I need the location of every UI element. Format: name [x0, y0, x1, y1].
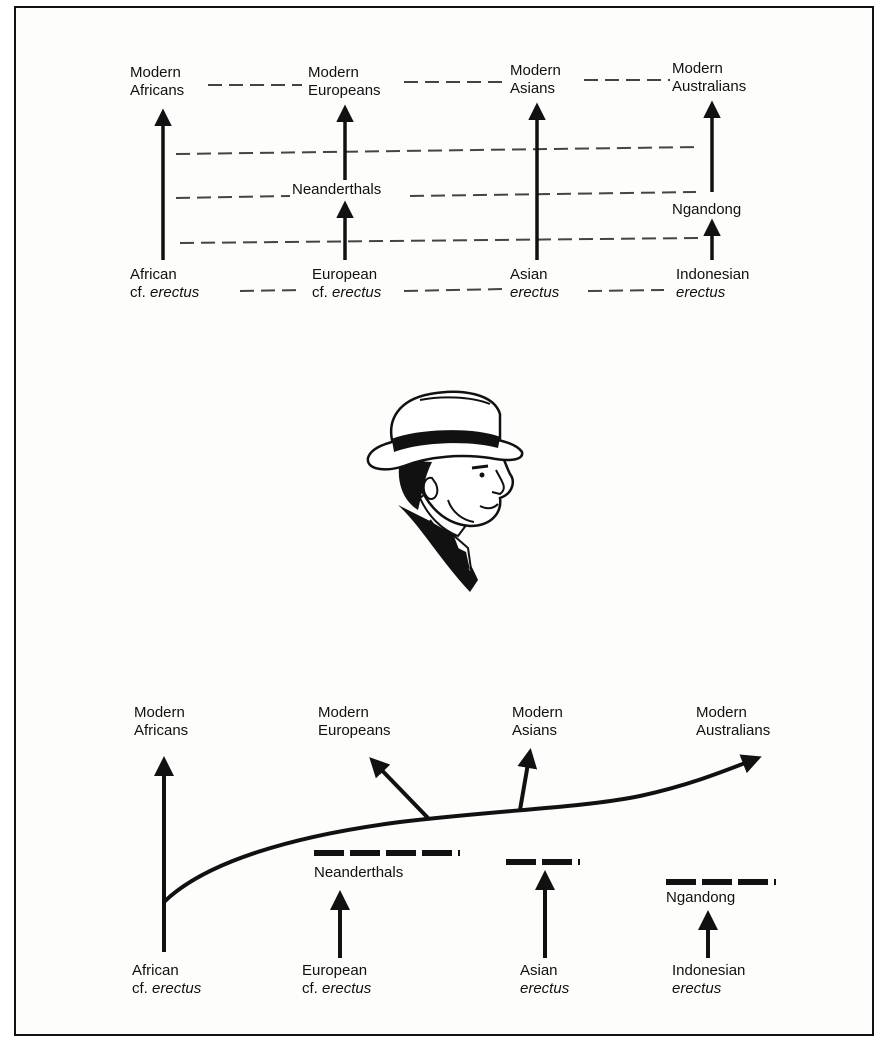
label-line: European	[302, 962, 368, 979]
bottom-label-modern-africans: Modern Africans	[134, 704, 188, 740]
top-label-african-erectus: African cf. erectus	[130, 266, 199, 302]
label-line: Asian	[520, 962, 558, 979]
label-line: Modern	[130, 64, 181, 81]
top-label-modern-australians: Modern Australians	[672, 60, 746, 96]
label-species: erectus	[676, 284, 726, 301]
bottom-lineage-arrows	[154, 748, 762, 958]
top-label-neanderthals: Neanderthals	[292, 181, 382, 198]
bottom-label-ngandong: Ngandong	[666, 889, 736, 906]
bottom-label-african-erectus: African cf. erectus	[132, 962, 201, 998]
top-dash-base-eu-as	[403, 288, 506, 292]
label-line: erectus	[510, 284, 559, 302]
top-dash-lower	[179, 237, 701, 244]
top-dash-base-as-id	[587, 289, 665, 292]
label-line: cf. erectus	[132, 980, 201, 998]
top-dash-middle-right	[409, 191, 697, 197]
label-species: erectus	[332, 284, 382, 301]
label-species: erectus	[672, 980, 722, 997]
label-line: Asians	[510, 80, 556, 97]
label-line: cf. erectus	[130, 284, 199, 302]
label-line: Modern	[318, 704, 369, 721]
top-label-indonesian-erectus: Indonesian erectus	[676, 266, 749, 302]
label-line: Asians	[512, 722, 558, 739]
label-prefix: cf.	[312, 284, 333, 301]
top-gene-flow-lines	[175, 79, 701, 292]
top-label-asian-erectus: Asian erectus	[510, 266, 559, 302]
bottom-label-modern-australians: Modern Australians	[696, 704, 770, 740]
label-line: Modern	[512, 704, 563, 721]
top-label-modern-asians: Modern Asians	[510, 62, 561, 98]
bottom-label-modern-europeans: Modern Europeans	[318, 704, 391, 740]
bottom-label-modern-asians: Modern Asians	[512, 704, 563, 740]
top-label-modern-europeans: Modern Europeans	[308, 64, 381, 100]
label-line: cf. erectus	[312, 284, 381, 302]
label-line: erectus	[672, 980, 745, 998]
bottom-label-indonesian-erectus: Indonesian erectus	[672, 962, 745, 998]
bottom-label-neanderthals: Neanderthals	[314, 864, 404, 881]
bottom-label-european-erectus: European cf. erectus	[302, 962, 371, 998]
top-label-european-erectus: European cf. erectus	[312, 266, 381, 302]
label-line: African	[130, 266, 177, 283]
label-line: Australians	[672, 78, 747, 95]
label-species: erectus	[152, 980, 202, 997]
label-line: cf. erectus	[302, 980, 371, 998]
label-species: erectus	[510, 284, 560, 301]
label-line: erectus	[520, 980, 569, 998]
label-line: Africans	[134, 722, 189, 739]
label-line: Indonesian	[676, 266, 750, 283]
bottom-main-trunk	[162, 754, 762, 904]
label-line: European	[312, 266, 378, 283]
label-line: Modern	[134, 704, 185, 721]
label-species: erectus	[520, 980, 570, 997]
top-dash-middle-left	[175, 195, 291, 199]
bottom-dead-end-bars	[314, 850, 776, 885]
top-label-ngandong: Ngandong	[672, 201, 742, 218]
label-line: Indonesian	[672, 962, 746, 979]
label-line: Africans	[130, 82, 185, 99]
bottom-arrow-europe-branch	[369, 757, 430, 820]
bottom-label-asian-erectus: Asian erectus	[520, 962, 569, 998]
top-lineage-arrows	[154, 100, 721, 260]
label-line: erectus	[676, 284, 749, 302]
label-line: Europeans	[318, 722, 391, 739]
label-line: Modern	[510, 62, 561, 79]
label-line: Europeans	[308, 82, 381, 99]
top-dash-upper	[175, 146, 701, 155]
label-prefix: cf.	[132, 980, 153, 997]
label-prefix: cf.	[130, 284, 151, 301]
man-in-hat-portrait-icon	[366, 390, 524, 592]
top-label-modern-africans: Modern Africans	[130, 64, 184, 100]
label-line: Asian	[510, 266, 548, 283]
label-species: erectus	[322, 980, 372, 997]
label-line: Modern	[308, 64, 359, 81]
label-line: Modern	[696, 704, 747, 721]
top-dash-base-af-eu	[239, 289, 303, 292]
bottom-arrow-asia-branch	[517, 748, 538, 811]
label-line: Modern	[672, 60, 723, 77]
label-line: Australians	[696, 722, 771, 739]
label-prefix: cf.	[302, 980, 323, 997]
label-species: erectus	[150, 284, 200, 301]
label-line: African	[132, 962, 179, 979]
